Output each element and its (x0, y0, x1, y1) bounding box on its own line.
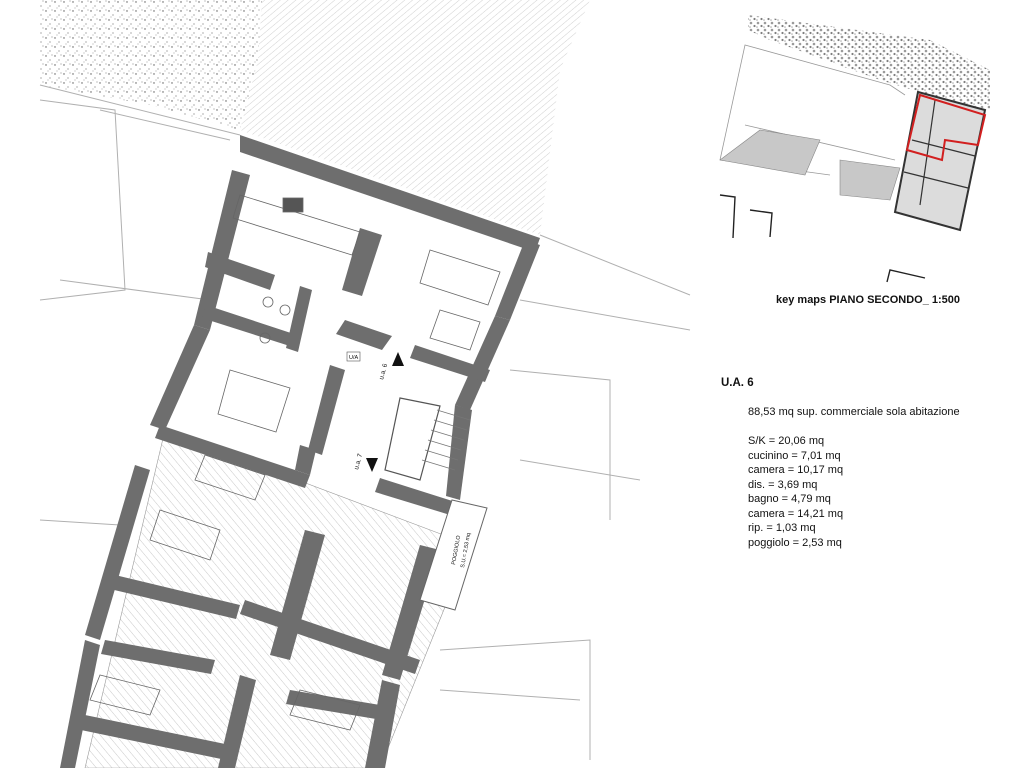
room-list: S/K = 20,06 mq cucinino = 7,01 mq camera… (748, 434, 843, 550)
unit-summary: 88,53 mq sup. commerciale sola abitazion… (748, 406, 960, 418)
lower-walls (60, 465, 440, 768)
keymap-highlight-ua6 (905, 93, 987, 162)
label-ua6: u.a. 6 (378, 363, 389, 381)
label-rip: U/A (349, 355, 359, 361)
site-background (39, 0, 691, 760)
furniture (89, 194, 501, 731)
label-poggiolo: POGGIOLO (451, 534, 462, 565)
keymap-caption: key maps PIANO SECONDO_ 1:500 (776, 294, 961, 306)
terrain-dotted (40, 0, 262, 130)
keymap-rocky-terrain (748, 15, 990, 110)
north-arrow-ua7 (366, 458, 378, 472)
room-item: camera = 10,17 mq (748, 464, 844, 476)
poggiolo (419, 499, 488, 611)
building-walls (150, 135, 540, 518)
unit-title: U.A. 6 (721, 377, 754, 389)
key-map (719, 15, 990, 283)
room-item: cucinino = 7,01 mq (748, 449, 841, 462)
room-item: dis. = 3,69 mq (748, 478, 818, 491)
room-item: rip. = 1,03 mq (748, 522, 816, 534)
room-item: bagno = 4,79 mq (748, 493, 831, 505)
label-ua7: u.a. 7 (353, 453, 364, 471)
north-arrow-ua6 (392, 352, 404, 366)
room-item: poggiolo = 2,53 mq (748, 536, 842, 549)
room-item: camera = 14,21 mq (748, 507, 844, 520)
terrain-hatched (240, 0, 590, 235)
room-item: S/K = 20,06 mq (748, 435, 825, 447)
